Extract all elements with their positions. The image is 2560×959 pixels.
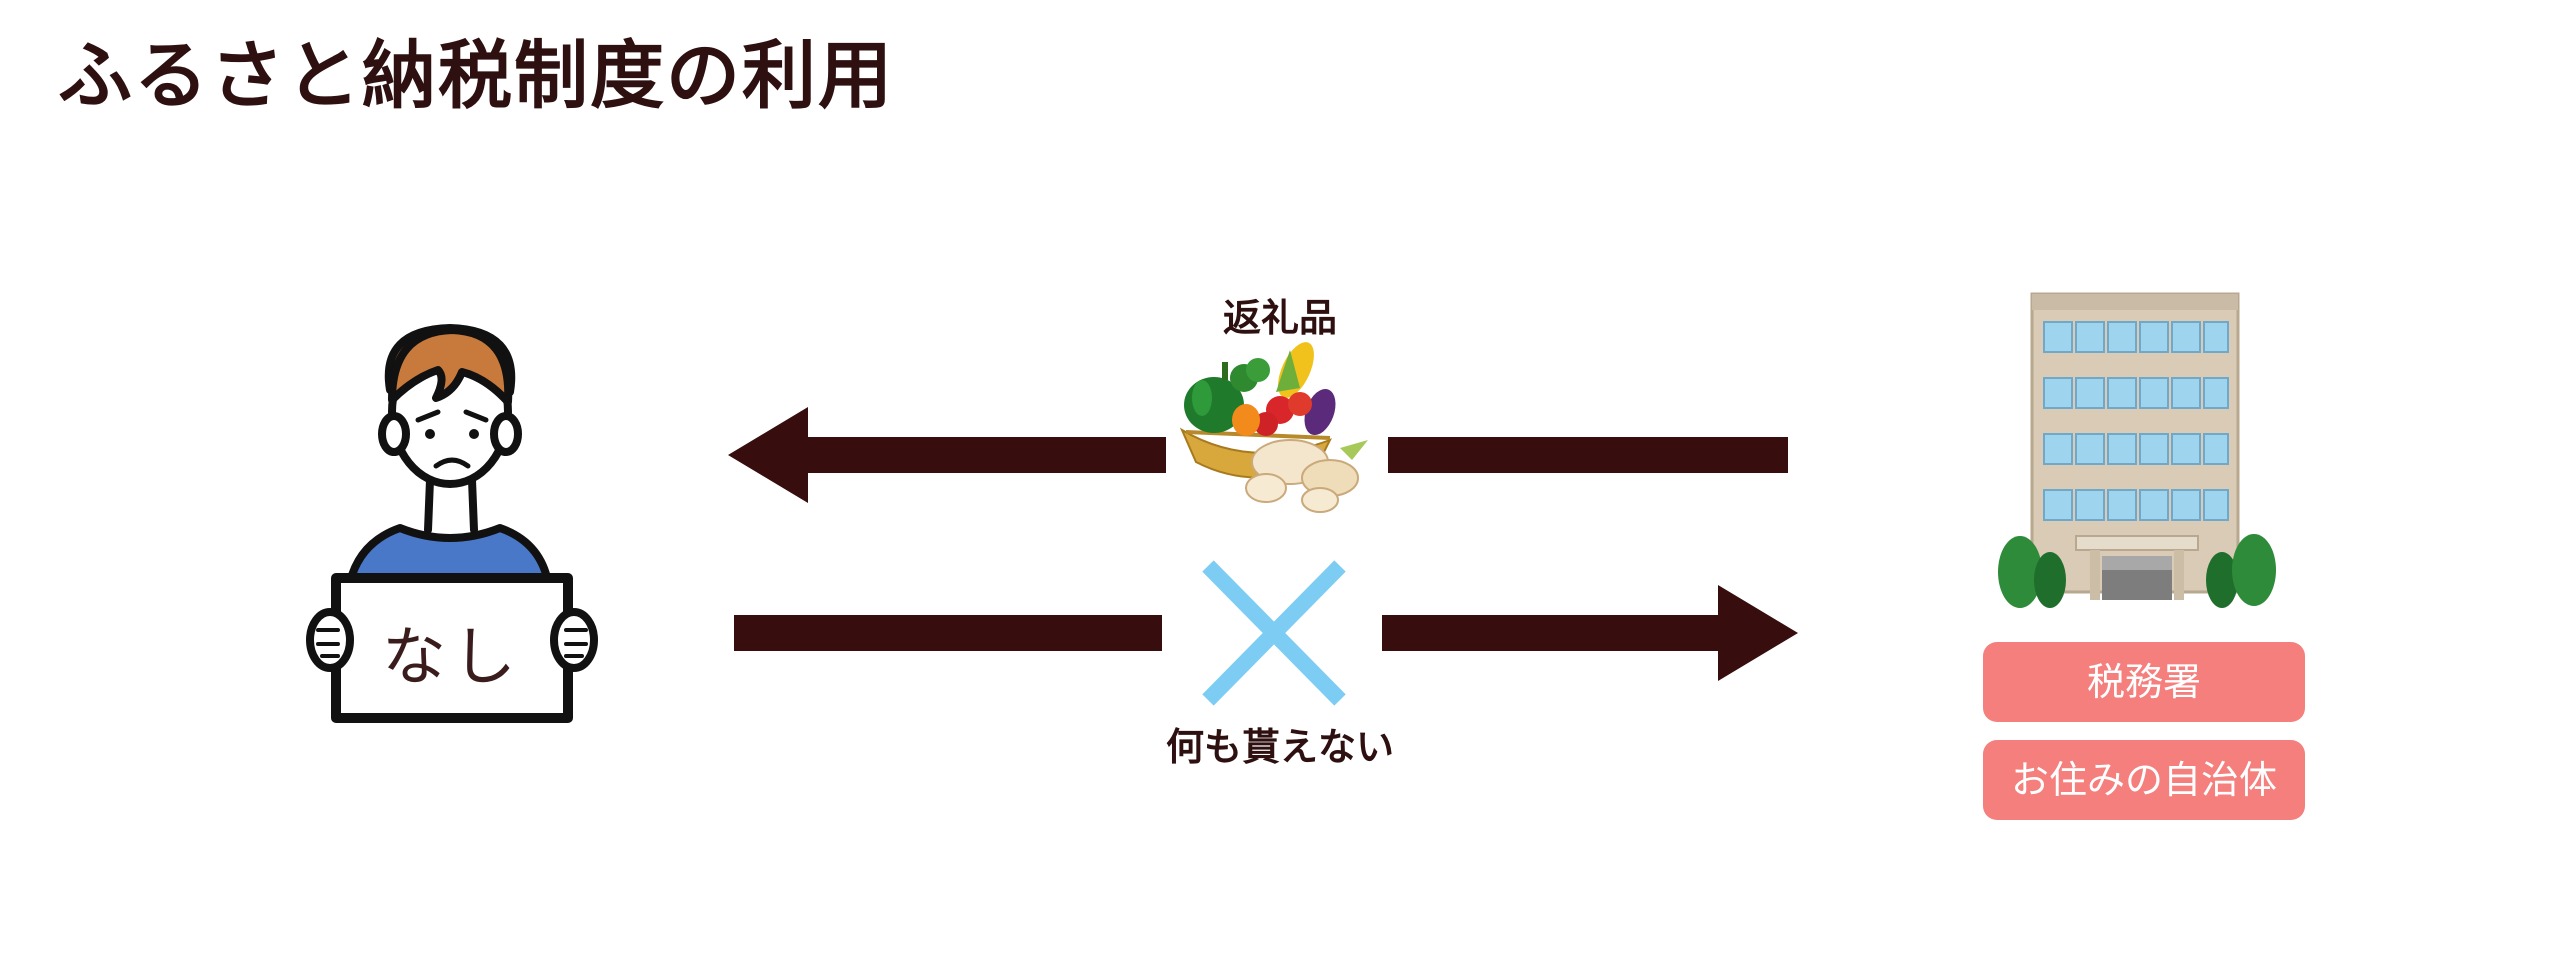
tax-office-tag: 税務署 [1983,642,2305,722]
donation-arrow-head [1718,585,1798,681]
local-government-tag: お住みの自治体 [1983,740,2305,820]
return-arrow-shaft-right [1388,437,1788,473]
return-gift-arrow [728,407,1788,503]
sign-text: なし [382,621,522,695]
cross-mark-icon [1202,560,1346,706]
worried-person-holding-sign-icon [306,324,598,723]
donation-arrow-shaft-left [734,615,1162,651]
return-arrow-shaft-left [808,437,1166,473]
return-gift-label: 返礼品 [1222,295,1337,340]
donation-arrow [734,585,1798,681]
vegetable-basket-and-seafood-icon [1179,342,1368,513]
donation-arrow-shaft-right [1382,615,1718,651]
office-building-icon [1998,292,2276,608]
page-title: ふるさと納税制度の利用 [58,33,894,119]
return-arrow-head [728,407,808,503]
nothing-received-label: 何も貰えない [1165,724,1394,769]
